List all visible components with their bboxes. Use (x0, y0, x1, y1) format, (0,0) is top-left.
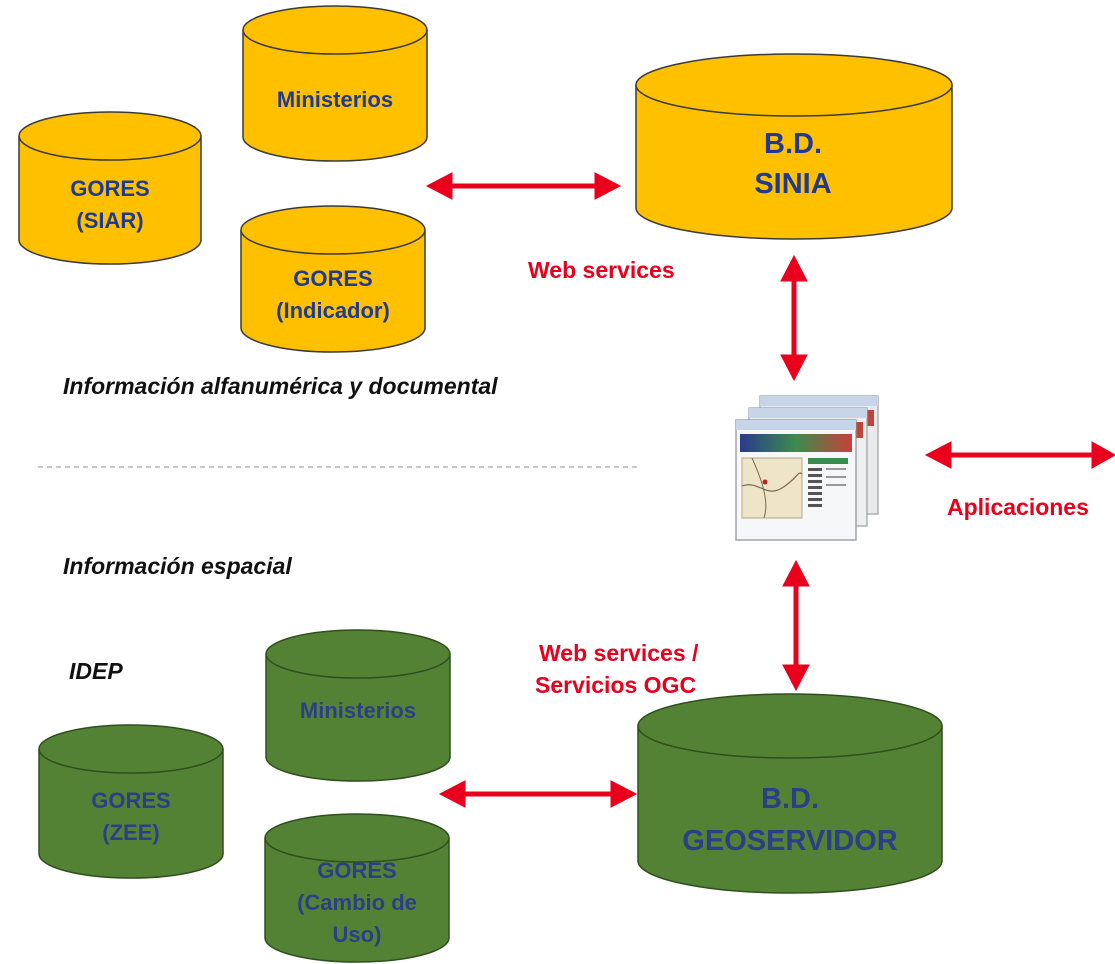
label-web-services-bottom-2: Servicios OGC (535, 672, 696, 698)
svg-text:Uso): Uso) (333, 922, 382, 947)
svg-text:B.D.: B.D. (764, 128, 822, 160)
cylinder-bd-geoservidor: B.D. GEOSERVIDOR (637, 693, 943, 894)
cylinder-gores-siar: GORES (SIAR) (18, 111, 202, 265)
arrow-sources-to-sinia (425, 172, 622, 200)
svg-text:(SIAR): (SIAR) (76, 208, 143, 233)
label-gores-zee-2: (ZEE) (102, 820, 159, 845)
label-gores-cambio-2: (Cambio de (297, 890, 417, 915)
cylinder-gores-cambio-uso: GORES (Cambio de Uso) (264, 813, 450, 963)
label-gores-cambio-1: GORES (317, 858, 396, 883)
caption-info-espacial: Información espacial (63, 553, 292, 579)
label-aplicaciones: Aplicaciones (947, 494, 1089, 520)
svg-text:GORES: GORES (70, 176, 149, 201)
label-ministerios-top: Ministerios (277, 87, 393, 112)
label-bd-sinia-2: SINIA (754, 168, 831, 200)
label-gores-siar-1: GORES (70, 176, 149, 201)
arrow-sinia-to-app (780, 254, 808, 382)
caption-info-alfanumerica: Información alfanumérica y documental (63, 373, 498, 399)
arrow-app-to-geoservidor (782, 559, 810, 692)
svg-text:SINIA: SINIA (754, 168, 831, 200)
label-bd-geoservidor-1: B.D. (761, 783, 819, 815)
label-gores-zee-1: GORES (91, 788, 170, 813)
label-web-services-top: Web services (528, 257, 675, 283)
label-bd-sinia-1: B.D. (764, 128, 822, 160)
label-ministerios-bottom: Ministerios (300, 698, 416, 723)
cylinder-gores-zee: GORES (ZEE) (38, 724, 224, 879)
cylinder-gores-indicador: GORES (Indicador) (240, 205, 426, 353)
caption-idep: IDEP (69, 658, 123, 684)
svg-text:Ministerios: Ministerios (300, 698, 416, 723)
svg-text:(Cambio de: (Cambio de (297, 890, 417, 915)
label-web-services-bottom-1: Web services / (539, 640, 699, 666)
application-windows-icon (735, 395, 879, 541)
svg-text:GORES: GORES (317, 858, 396, 883)
label-bd-geoservidor-2: GEOSERVIDOR (682, 825, 897, 857)
svg-text:GEOSERVIDOR: GEOSERVIDOR (682, 825, 897, 857)
cylinder-ministerios-top: Ministerios (242, 5, 428, 162)
label-gores-indicador-1: GORES (293, 266, 372, 291)
cylinder-bd-sinia: B.D. SINIA (635, 53, 953, 240)
svg-text:(ZEE): (ZEE) (102, 820, 159, 845)
label-gores-cambio-3: Uso) (333, 922, 382, 947)
arrow-sources-to-geoservidor (438, 780, 638, 808)
svg-text:GORES: GORES (293, 266, 372, 291)
svg-text:B.D.: B.D. (761, 783, 819, 815)
label-gores-indicador-2: (Indicador) (276, 298, 390, 323)
cylinder-ministerios-bottom: Ministerios (265, 629, 451, 782)
svg-text:(Indicador): (Indicador) (276, 298, 390, 323)
label-gores-siar-2: (SIAR) (76, 208, 143, 233)
arrow-app-to-aplicaciones (924, 441, 1115, 469)
svg-text:GORES: GORES (91, 788, 170, 813)
svg-text:Ministerios: Ministerios (277, 87, 393, 112)
